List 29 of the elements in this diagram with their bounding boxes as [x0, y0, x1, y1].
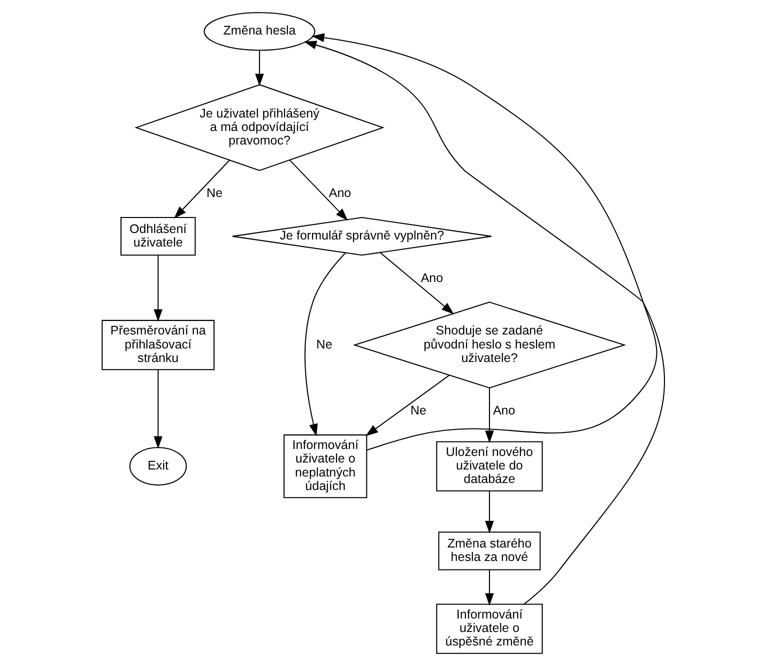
- node-box: Uložení nového uživatele do databáze: [436, 441, 543, 492]
- arrow: [255, 50, 264, 86]
- arrow: [380, 252, 454, 314]
- arrow: [304, 40, 665, 605]
- edge-label: Ne: [410, 404, 426, 418]
- node-ellipse: Změna hesla: [204, 12, 316, 51]
- arrow: [304, 252, 346, 436]
- node-diamond: Je uživatel přihlášený a má odpovídající pravomoc?: [134, 84, 384, 171]
- node-box: Změna starého hesla za nové: [438, 532, 541, 570]
- arrow: [174, 160, 230, 219]
- arrow: [485, 570, 494, 606]
- arrow: [154, 370, 162, 449]
- node-box: Odhlášení uživatele: [120, 216, 196, 256]
- edge-label: Ne: [316, 337, 332, 352]
- edge-label: Ano: [492, 404, 516, 418]
- arrow: [485, 491, 494, 534]
- arrow: [312, 33, 658, 451]
- arrow: [366, 374, 450, 436]
- node-diamond: Je formulář správně vyplněn?: [232, 216, 492, 256]
- arrow: [289, 160, 348, 221]
- edge-label: Ano: [420, 270, 444, 285]
- node-box: Informování uživatele o neplatných údajích: [284, 434, 368, 498]
- node-box: Přesměrování na přihlašovací stránku: [102, 320, 215, 370]
- node-ellipse: Exit: [129, 446, 187, 486]
- node-box: Informování uživatele o úspěšné změně: [436, 604, 543, 654]
- arrow: [485, 388, 494, 444]
- edge-label: Ano: [328, 186, 352, 200]
- edge-label: Ne: [206, 186, 223, 200]
- arrow: [154, 255, 162, 322]
